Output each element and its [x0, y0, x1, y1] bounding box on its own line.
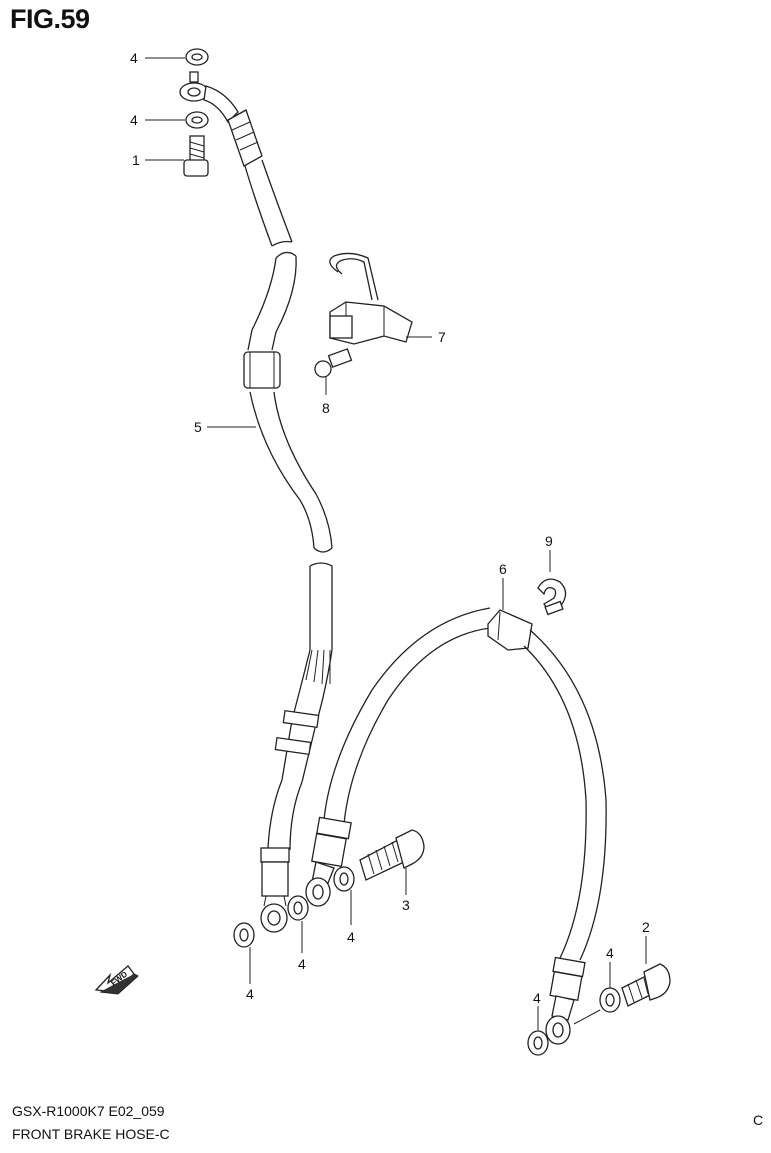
union-bolt-1[interactable]	[183, 135, 209, 177]
fwd-arrow-icon: FWD	[94, 965, 139, 995]
washer-lower-3[interactable]	[333, 866, 355, 892]
callout-washer-4-d: 4	[298, 956, 306, 972]
callout-washer-4-second: 4	[130, 112, 138, 128]
bolt-8[interactable]	[314, 348, 353, 378]
callout-bracket-7: 7	[438, 329, 446, 345]
brake-hose-lower[interactable]	[305, 607, 607, 1045]
callout-washer-4-f: 4	[606, 945, 614, 961]
union-bolt-3[interactable]	[359, 829, 425, 881]
callout-hose-5: 5	[194, 419, 202, 435]
hose-clamp-9[interactable]	[537, 578, 567, 616]
washer-top-upper[interactable]	[185, 48, 209, 66]
callout-bolt-3: 3	[402, 897, 410, 913]
callout-washer-4-e: 4	[246, 986, 254, 1002]
washer-lower-5[interactable]	[527, 1030, 549, 1056]
washer-lower-2[interactable]	[287, 895, 309, 921]
washer-lower-1[interactable]	[233, 922, 255, 948]
corner-mark: C	[753, 1112, 764, 1128]
section-name: FRONT BRAKE HOSE-C	[12, 1126, 170, 1142]
callout-washer-4-top: 4	[130, 50, 138, 66]
washer-top-lower[interactable]	[185, 111, 209, 129]
washer-lower-4[interactable]	[599, 987, 621, 1013]
callout-bolt-8: 8	[322, 400, 330, 416]
leader-lines	[145, 57, 647, 1030]
figure-title: FIG.59	[10, 4, 90, 34]
callout-washer-4-g: 4	[533, 990, 541, 1006]
callout-bolt-1: 1	[132, 152, 140, 168]
callout-washer-4-c: 4	[347, 929, 355, 945]
union-bolt-2[interactable]	[621, 963, 671, 1007]
hose-bracket-7[interactable]	[329, 252, 413, 345]
callout-hose-6: 6	[499, 561, 507, 577]
brake-hose-upper[interactable]	[179, 71, 333, 933]
callout-bolt-2: 2	[642, 919, 650, 935]
callout-clamp-9: 9	[545, 533, 553, 549]
model-code: GSX-R1000K7 E02_059	[12, 1103, 165, 1119]
